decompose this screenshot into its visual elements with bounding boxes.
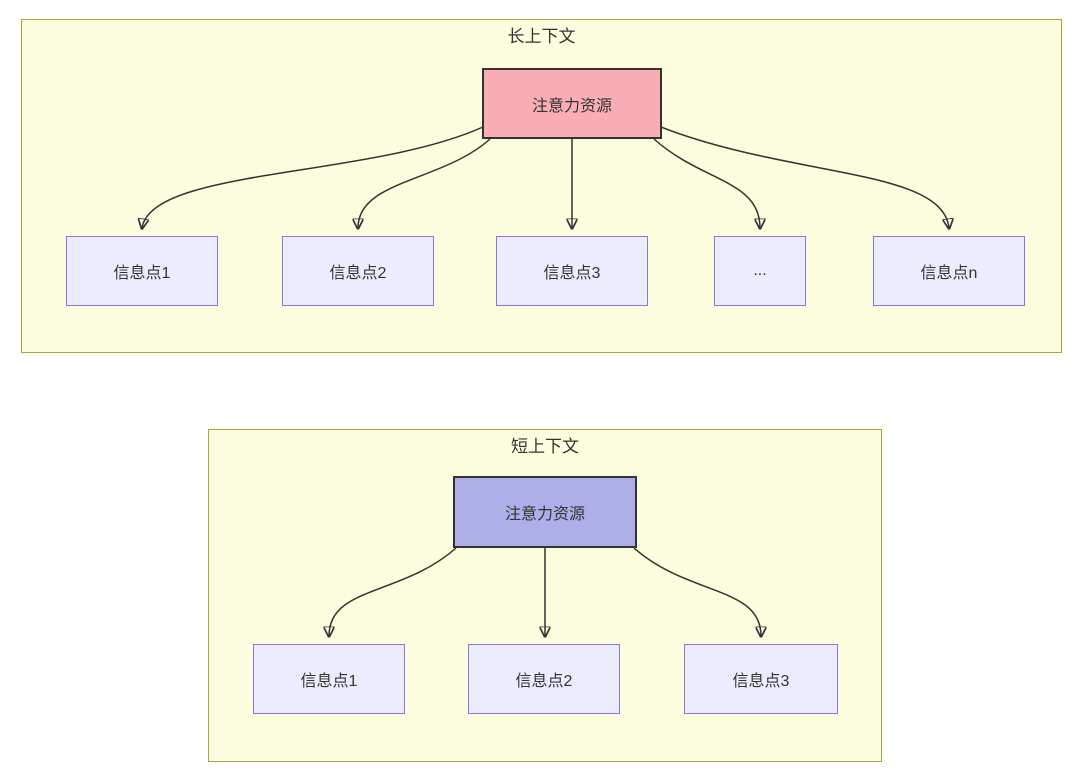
long-info-node-n-label: 信息点n bbox=[920, 265, 978, 282]
long-info-node-2: 信息点2 bbox=[282, 236, 434, 306]
long-info-node-ellipsis-label: ... bbox=[753, 262, 767, 279]
short-info-node-1: 信息点1 bbox=[253, 644, 405, 714]
long-info-node-2-label: 信息点2 bbox=[329, 265, 387, 282]
short-info-node-3: 信息点3 bbox=[684, 644, 838, 714]
long-info-node-1-label: 信息点1 bbox=[113, 265, 171, 282]
long-info-node-ellipsis: ... bbox=[714, 236, 806, 306]
long-context-attention-label: 注意力资源 bbox=[531, 97, 612, 115]
short-context-attention-label: 注意力资源 bbox=[504, 506, 585, 523]
long-info-node-3: 信息点3 bbox=[496, 236, 648, 306]
short-context-attention-node: 注意力资源 bbox=[453, 476, 637, 548]
short-context-title: 短上下文 bbox=[511, 437, 579, 456]
short-info-node-3-label: 信息点3 bbox=[732, 673, 790, 690]
long-context-attention-node: 注意力资源 bbox=[482, 68, 662, 139]
short-info-node-2-label: 信息点2 bbox=[515, 673, 573, 690]
long-info-node-3-label: 信息点3 bbox=[543, 265, 601, 282]
short-info-node-2: 信息点2 bbox=[468, 644, 620, 714]
short-info-node-1-label: 信息点1 bbox=[300, 673, 358, 690]
long-info-node-n: 信息点n bbox=[873, 236, 1025, 306]
long-info-node-1: 信息点1 bbox=[66, 236, 218, 306]
long-context-title: 长上下文 bbox=[507, 27, 576, 46]
